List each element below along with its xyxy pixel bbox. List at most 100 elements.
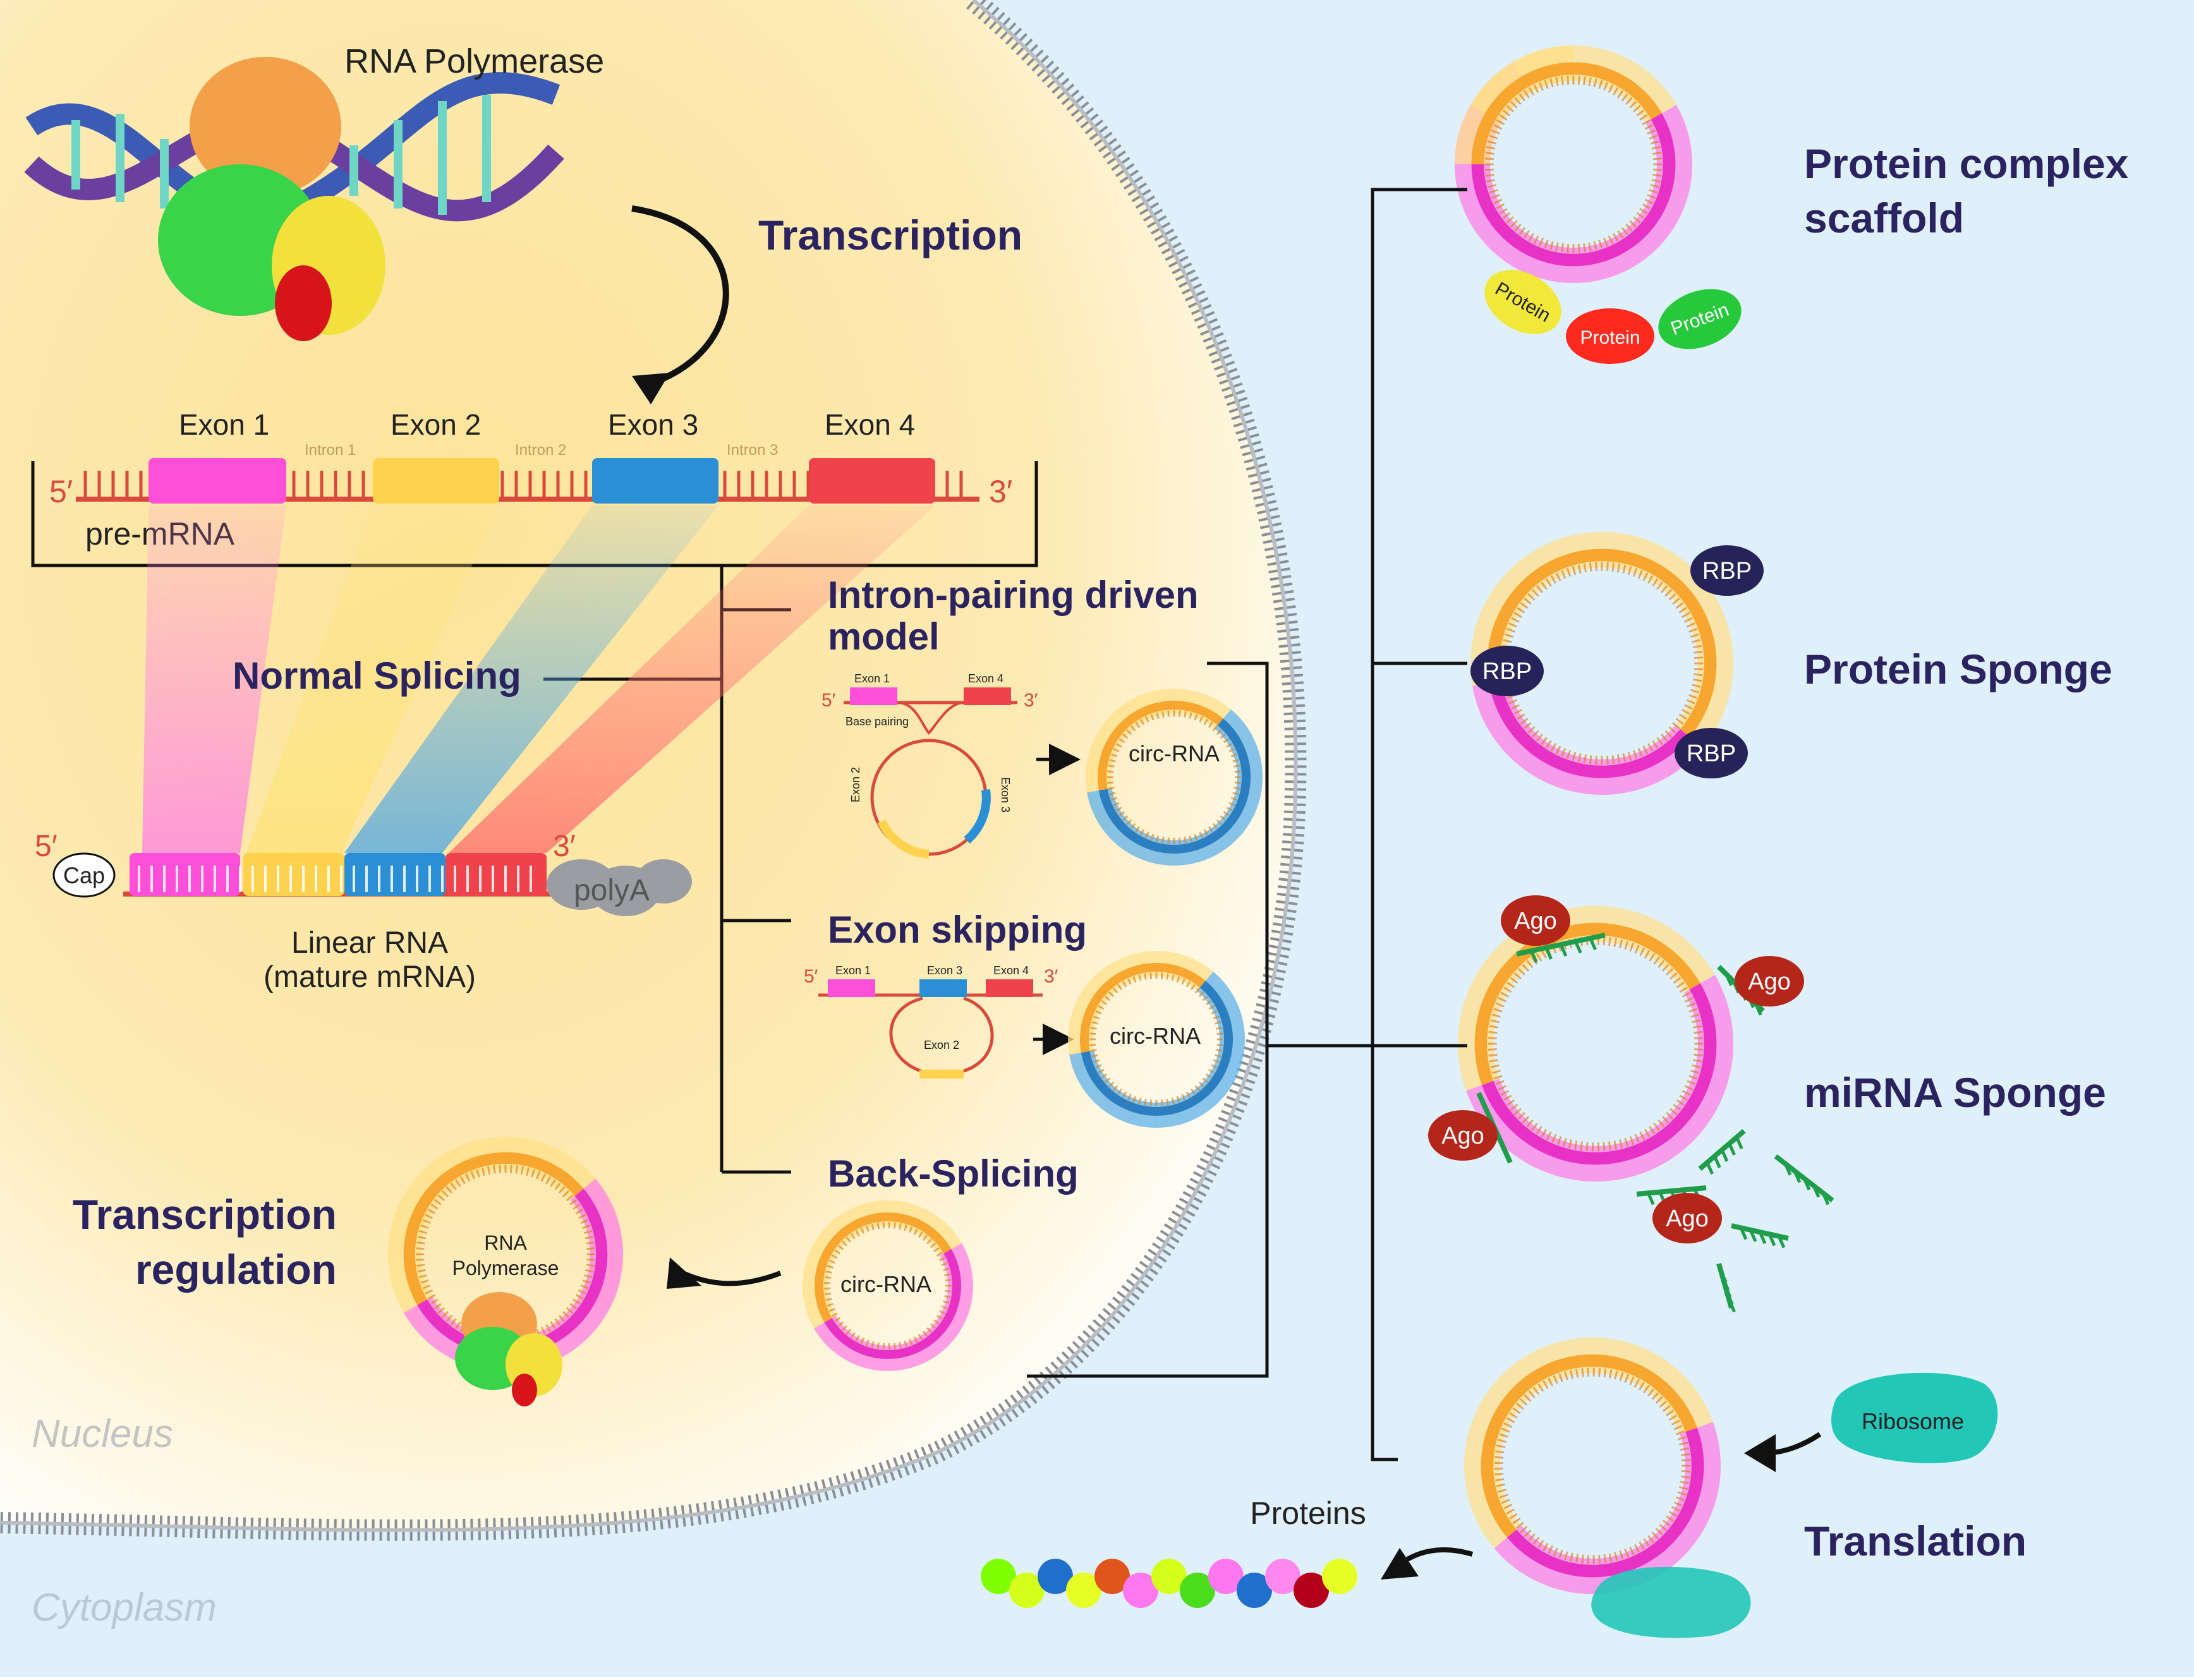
ring-exon-skipping-tick: [1161, 1100, 1162, 1106]
ring-scaffold-tick: [1652, 153, 1661, 154]
ring-exon-skipping-tick: [1167, 1099, 1168, 1106]
translation-title: Translation: [1804, 1518, 2027, 1564]
es-five-prime: 5′: [804, 966, 818, 987]
ring-scaffold-tick: [1562, 76, 1563, 85]
ring-protein-sponge-tick: [1590, 755, 1591, 764]
ip-circrna-label: circ-RNA: [1129, 740, 1220, 766]
ring-translation-tick: [1682, 1471, 1690, 1472]
ring-back-splicing-tick: [944, 1274, 950, 1276]
regulation-polymerase-label: Polymerase: [452, 1257, 559, 1279]
ring-scaffold-tick: [1584, 243, 1585, 252]
ring-exon-skipping-tick: [1217, 1044, 1223, 1045]
rbp-top-label: RBP: [1702, 558, 1752, 584]
ring-regulation-tick: [416, 1259, 425, 1260]
ring-scaffold-tick: [1486, 153, 1494, 154]
proteins-label: Proteins: [1250, 1496, 1366, 1531]
ring-mirna-sponge-tick: [1694, 1055, 1702, 1056]
ring-regulation-tick: [494, 1165, 495, 1173]
ring-intron-pairing-tick: [1168, 710, 1169, 716]
ring-intron-pairing-tick: [1108, 788, 1115, 789]
ring-exon-skipping-tick: [1089, 1044, 1096, 1045]
ring-translation-tick: [1582, 1368, 1583, 1377]
ring-exon-skipping-tick: [1216, 1028, 1223, 1029]
ring-mirna-sponge-tick: [1694, 1032, 1702, 1033]
ring-exon-skipping-tick: [1161, 972, 1162, 979]
translating-ribosome: [1591, 1567, 1750, 1638]
intron-pairing-title-line1: Intron-pairing driven: [828, 574, 1199, 616]
ip-exon4-label: Exon 4: [968, 672, 1003, 685]
exon4-label: Exon 4: [825, 408, 915, 441]
ring-translation-tick: [1495, 1479, 1504, 1480]
bs-circrna-label: circ-RNA: [840, 1271, 931, 1297]
ring-mirna-sponge-tick: [1609, 1142, 1610, 1151]
ring-mirna-sponge-tick: [1581, 1142, 1582, 1151]
cytoplasm-label: Cytoplasm: [32, 1586, 217, 1629]
ring-scaffold-tick: [1562, 243, 1563, 252]
ring-mirna-sponge-tick: [1489, 1055, 1498, 1056]
ring-protein-sponge-tick: [1596, 756, 1597, 764]
ring-translation-tick: [1599, 1368, 1600, 1377]
ring-back-splicing-tick: [825, 1293, 831, 1294]
es-three-prime: 3′: [1044, 966, 1058, 987]
ring-translation-tick: [1494, 1457, 1503, 1458]
ring-back-splicing-tick: [900, 1342, 901, 1348]
ring-translation-tick: [1588, 1555, 1589, 1564]
mirna-sponge-title: miRNA Sponge: [1804, 1069, 2106, 1116]
pre-mrna-five-prime: 5′: [49, 474, 73, 509]
ip-exon3-label: Exon 3: [999, 777, 1012, 813]
es-exon1-label: Exon 1: [835, 964, 871, 977]
ip-five-prime: 5′: [821, 690, 836, 711]
protein-bead-12: [1322, 1559, 1357, 1594]
rbp-bottom-label: RBP: [1687, 740, 1736, 767]
ring-intron-pairing-tick: [1107, 782, 1113, 783]
intron-pairing-title-line2: model: [828, 615, 940, 658]
ring-mirna-sponge-tick: [1488, 1049, 1497, 1050]
protein-sponge-title: Protein Sponge: [1804, 646, 2112, 692]
ring-translation-tick: [1582, 1555, 1583, 1564]
ring-back-splicing-tick: [944, 1296, 950, 1297]
normal-splicing-label: Normal Splicing: [233, 655, 521, 697]
regulation-rna-label: RNA: [484, 1231, 527, 1254]
ring-intron-pairing-tick: [1235, 782, 1241, 783]
es-exon4-label: Exon 4: [993, 964, 1029, 977]
es-circrna-label: circ-RNA: [1110, 1023, 1201, 1049]
exon1-block: [148, 458, 286, 504]
ring-intron-pairing-tick: [1168, 838, 1169, 844]
ring-exon-skipping-tick: [1145, 1099, 1146, 1106]
ring-back-splicing-tick: [878, 1223, 879, 1229]
intron3-label: Intron 3: [727, 442, 778, 459]
scaffold-protein-red-label: Protein: [1580, 327, 1640, 348]
ring-scaffold-tick: [1652, 174, 1661, 176]
pre-mrna-three-prime: 3′: [989, 474, 1012, 509]
ring-intron-pairing-tick: [1185, 837, 1186, 843]
ring-translation-tick: [1495, 1451, 1504, 1453]
ring-exon-skipping-tick: [1145, 974, 1146, 980]
ring-back-splicing-tick: [894, 1343, 895, 1349]
ring-translation-tick: [1681, 1477, 1690, 1478]
ip-base-pairing-label: Base pairing: [845, 715, 909, 728]
ring-protein-sponge-tick: [1613, 563, 1614, 572]
transcription-regulation-line2: regulation: [135, 1246, 337, 1293]
ring-intron-pairing-tick: [1179, 838, 1180, 844]
polymerase-red-subunit: [275, 265, 332, 341]
ring-translation-tick: [1604, 1554, 1606, 1563]
ring-regulation-tick: [416, 1265, 425, 1266]
ring-scaffold-tick: [1486, 174, 1494, 176]
exon2-label: Exon 2: [391, 408, 481, 441]
ring-protein-sponge-tick: [1596, 562, 1597, 571]
ip-exon1-label: Exon 1: [854, 672, 890, 685]
ring-translation-tick: [1588, 1368, 1589, 1377]
ago-3-label: Ago: [1441, 1123, 1484, 1149]
ring-mirna-sponge-tick: [1488, 1038, 1497, 1039]
es-exon2-label: Exon 2: [924, 1039, 959, 1051]
transcription-regulation-line1: Transcription: [73, 1191, 337, 1238]
ribosome-label: Ribosome: [1862, 1408, 1964, 1434]
ring-exon-skipping-tick: [1091, 1028, 1097, 1029]
intron2-label: Intron 2: [515, 442, 566, 459]
ring-intron-pairing-tick: [1179, 710, 1180, 716]
ring-intron-pairing-tick: [1108, 766, 1115, 767]
ring-scaffold-tick: [1485, 169, 1494, 170]
ring-translation-tick: [1599, 1555, 1600, 1564]
